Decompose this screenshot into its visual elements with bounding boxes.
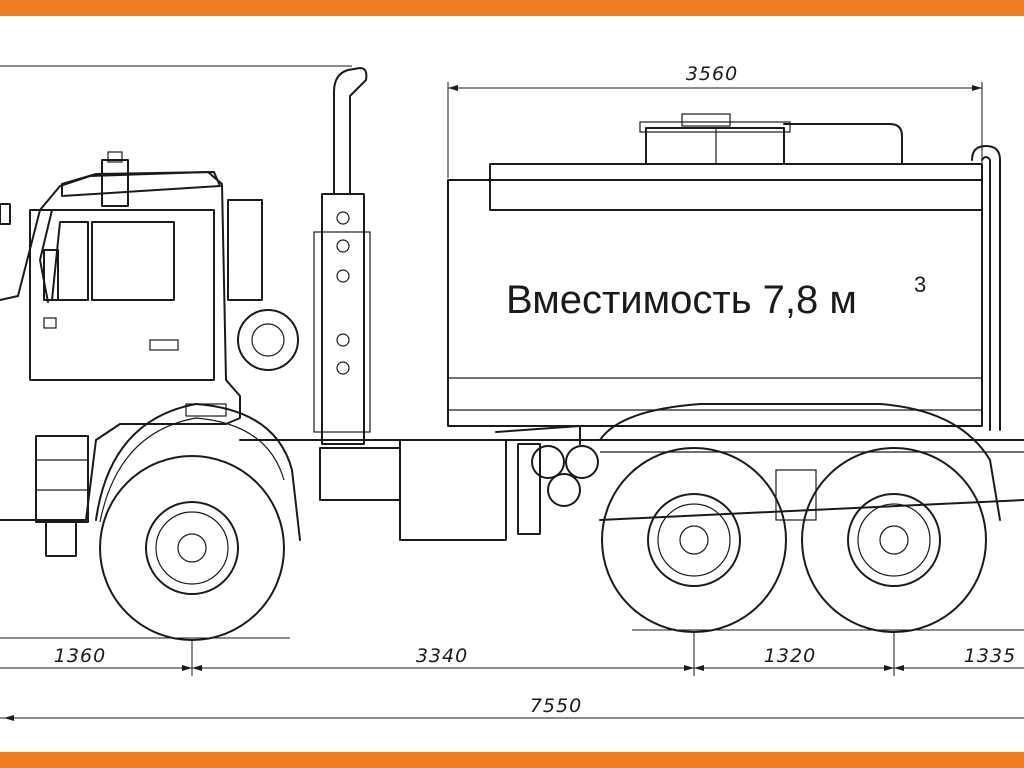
rear-overhang-label: 1335 [964, 645, 1016, 667]
tank-length-label: 3560 [686, 63, 738, 85]
front-wheel [99, 455, 285, 641]
wheelbase-rear-label: 1320 [764, 645, 816, 667]
wheelbase-front-label: 3340 [416, 645, 468, 667]
overall-length-label: 7550 [530, 695, 582, 717]
bottom-dimensions: 1360 3340 1320 1335 7550 [0, 632, 1024, 721]
capacity-unit-superscript: 3 [914, 272, 926, 297]
cab [0, 151, 301, 557]
tank-length-dimension: 3560 [447, 63, 983, 178]
bottom-orange-band [0, 752, 1024, 768]
rear-wheel [801, 447, 987, 633]
top-orange-band [0, 0, 1024, 16]
middle-wheel [601, 447, 787, 633]
chassis-frame [239, 403, 1024, 521]
capacity-label: Вместимость 7,8 м [506, 278, 857, 322]
tank [447, 113, 1001, 431]
front-overhang-label: 1360 [54, 645, 106, 667]
exhaust-and-engine [227, 67, 599, 541]
